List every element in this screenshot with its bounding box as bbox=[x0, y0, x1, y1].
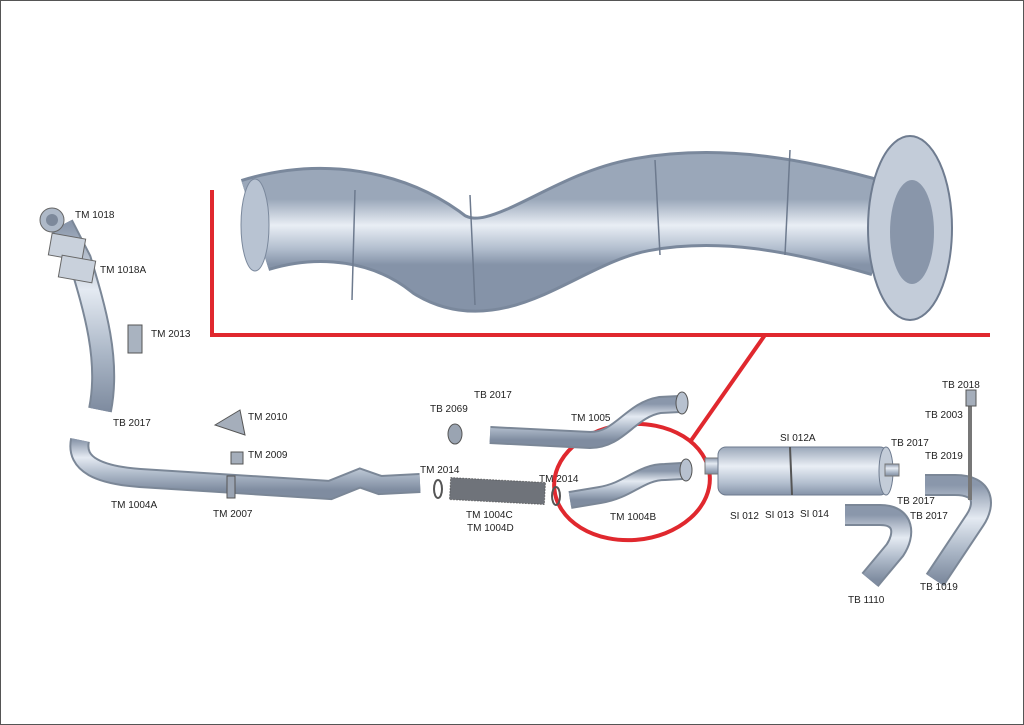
label-tm2007: TM 2007 bbox=[213, 509, 253, 520]
label-tb2017: TB 2017 bbox=[910, 511, 948, 522]
label-tm2009: TM 2009 bbox=[248, 450, 288, 461]
label-tm1005: TM 1005 bbox=[571, 413, 611, 424]
label-tm2013: TM 2013 bbox=[151, 329, 191, 340]
hanger-tb2018 bbox=[965, 389, 977, 407]
tailpipe-tb1110 bbox=[845, 504, 913, 588]
label-si012: SI 012 bbox=[730, 511, 759, 522]
bracket-tm2010 bbox=[213, 409, 246, 436]
pipe-tm1004b bbox=[568, 458, 693, 509]
clamp-tb2069 bbox=[447, 423, 463, 445]
tailpipe-tb1019 bbox=[925, 474, 992, 587]
flex-hose-tm1004c bbox=[448, 477, 547, 506]
label-tm2014: TM 2014 bbox=[420, 465, 460, 476]
bracket-tm2013 bbox=[127, 324, 143, 354]
label-tb2019: TB 2019 bbox=[925, 451, 963, 462]
label-tb2069: TB 2069 bbox=[430, 404, 468, 415]
label-si012a: SI 012A bbox=[780, 433, 816, 444]
label-tm2014: TM 2014 bbox=[539, 474, 579, 485]
label-tm1018a: TM 1018A bbox=[100, 265, 146, 276]
label-tm2010: TM 2010 bbox=[248, 412, 288, 423]
label-tb2017: TB 2017 bbox=[113, 418, 151, 429]
downpipe-tm1018 bbox=[39, 207, 116, 413]
label-tm1004b: TM 1004B bbox=[610, 512, 656, 523]
label-tb2017: TB 2017 bbox=[474, 390, 512, 401]
label-tm1018: TM 1018 bbox=[75, 210, 115, 221]
part-labels: TM 1018 TM 1018A TM 2013 TB 2017 TM 2010… bbox=[75, 210, 980, 606]
label-si013: SI 013 bbox=[765, 510, 794, 521]
label-tb2018: TB 2018 bbox=[942, 380, 980, 391]
pipe-tm1004a bbox=[69, 438, 421, 501]
muffler-si012 bbox=[704, 446, 900, 496]
enlarged-pipe-tm1004b bbox=[240, 135, 953, 321]
label-si014: SI 014 bbox=[800, 509, 829, 520]
block-tm2009 bbox=[230, 451, 244, 465]
clamp-tm2014-b bbox=[551, 486, 561, 506]
label-tb2003: TB 2003 bbox=[925, 410, 963, 421]
label-tb2017: TB 2017 bbox=[891, 438, 929, 449]
label-tm1004c: TM 1004C bbox=[466, 510, 513, 521]
pipe-tm1005 bbox=[489, 391, 689, 450]
label-tb2017: TB 2017 bbox=[897, 496, 935, 507]
label-tm1004d: TM 1004D bbox=[467, 523, 514, 534]
clamp-tm2014 bbox=[433, 479, 443, 499]
label-tb1110: TB 1110 bbox=[848, 595, 885, 606]
label-tb1019: TB 1019 bbox=[920, 582, 958, 593]
label-tm1004a: TM 1004A bbox=[111, 500, 157, 511]
